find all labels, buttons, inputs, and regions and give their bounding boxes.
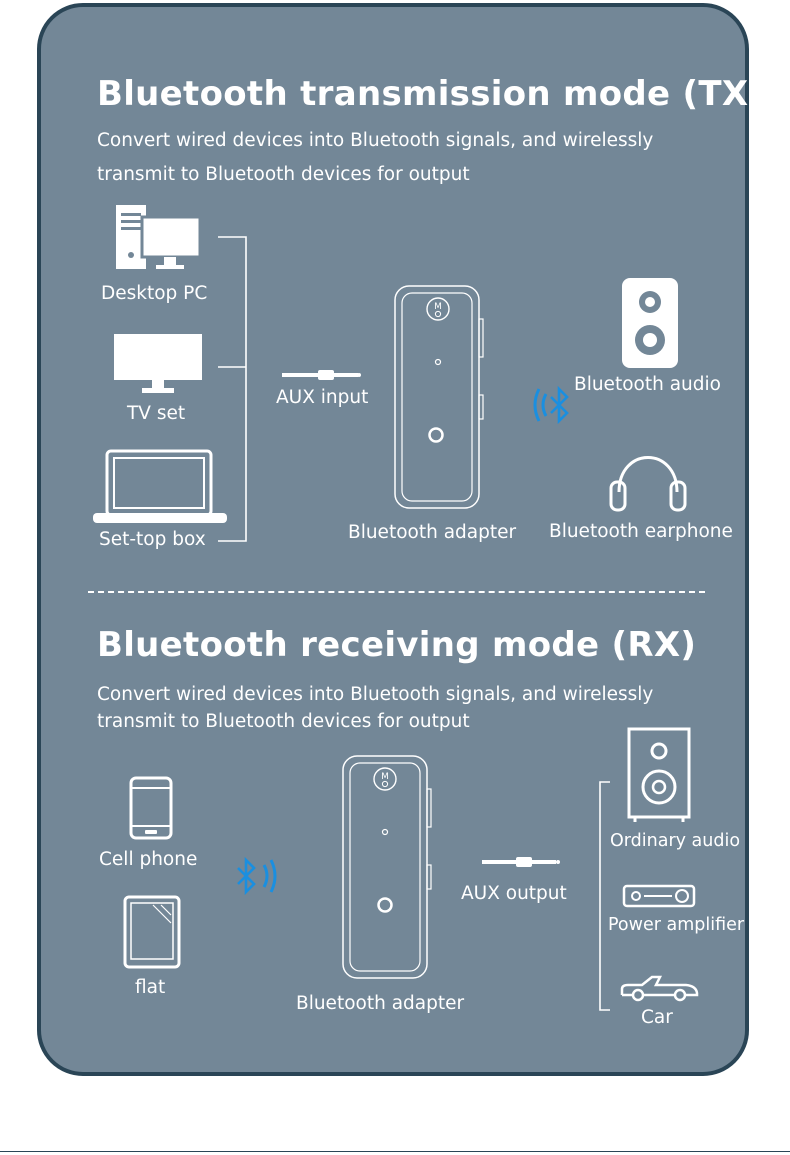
source-tv-set-label: TV set [127, 403, 186, 424]
bottom-rule [0, 1151, 790, 1152]
aux-cable-icon [282, 370, 361, 380]
rx-bluetooth-adapter-device: M [342, 755, 432, 979]
rx-mode-button-letter: M [381, 772, 389, 782]
output-bluetooth-earphone-label: Bluetooth earphone [549, 521, 733, 542]
rx-subtitle-line1: Convert wired devices into Bluetooth sig… [97, 684, 654, 705]
laptop-icon [93, 449, 227, 523]
headphones-icon [609, 456, 687, 512]
speaker-icon [627, 727, 691, 822]
source-flat-label: flat [135, 977, 166, 998]
tx-subtitle-line1: Convert wired devices into Bluetooth sig… [97, 130, 654, 151]
tablet-icon [123, 895, 181, 969]
amplifier-icon [622, 884, 696, 908]
rx-connector-label: AUX output [461, 883, 567, 904]
tx-source-bracket [218, 236, 247, 542]
phone-icon [129, 776, 173, 840]
bluetooth-icon [237, 856, 277, 896]
bluetooth-icon [533, 385, 569, 425]
source-set-top-box-label: Set-top box [99, 529, 206, 550]
rx-title: Bluetooth receiving mode (RX) [97, 625, 697, 665]
car-icon [620, 975, 699, 1002]
tx-connector-label: AUX input [276, 387, 369, 408]
tv-icon [114, 334, 202, 393]
section-divider [88, 591, 705, 593]
rx-subtitle-line2: transmit to Bluetooth devices for output [97, 711, 470, 732]
rx-adapter-label: Bluetooth adapter [296, 993, 465, 1014]
tx-subtitle-line2: transmit to Bluetooth devices for output [97, 164, 470, 185]
output-car-label: Car [641, 1007, 673, 1028]
speaker-icon [622, 278, 678, 368]
source-cell-phone-label: Cell phone [99, 849, 198, 870]
tx-adapter-label: Bluetooth adapter [348, 522, 517, 543]
output-power-amplifier-label: Power amplifier [608, 915, 745, 935]
output-ordinary-audio-label: Ordinary audio [610, 831, 741, 851]
tx-mode-button-letter: M [434, 302, 442, 312]
tx-bluetooth-adapter-device: M [394, 285, 484, 509]
tx-title: Bluetooth transmission mode (TX) [97, 74, 765, 114]
aux-cable-icon [482, 857, 560, 867]
rx-output-bracket [599, 781, 610, 1011]
desktop-pc-icon [116, 205, 202, 269]
output-bluetooth-audio-label: Bluetooth audio [574, 374, 721, 395]
source-desktop-pc-label: Desktop PC [101, 283, 208, 304]
